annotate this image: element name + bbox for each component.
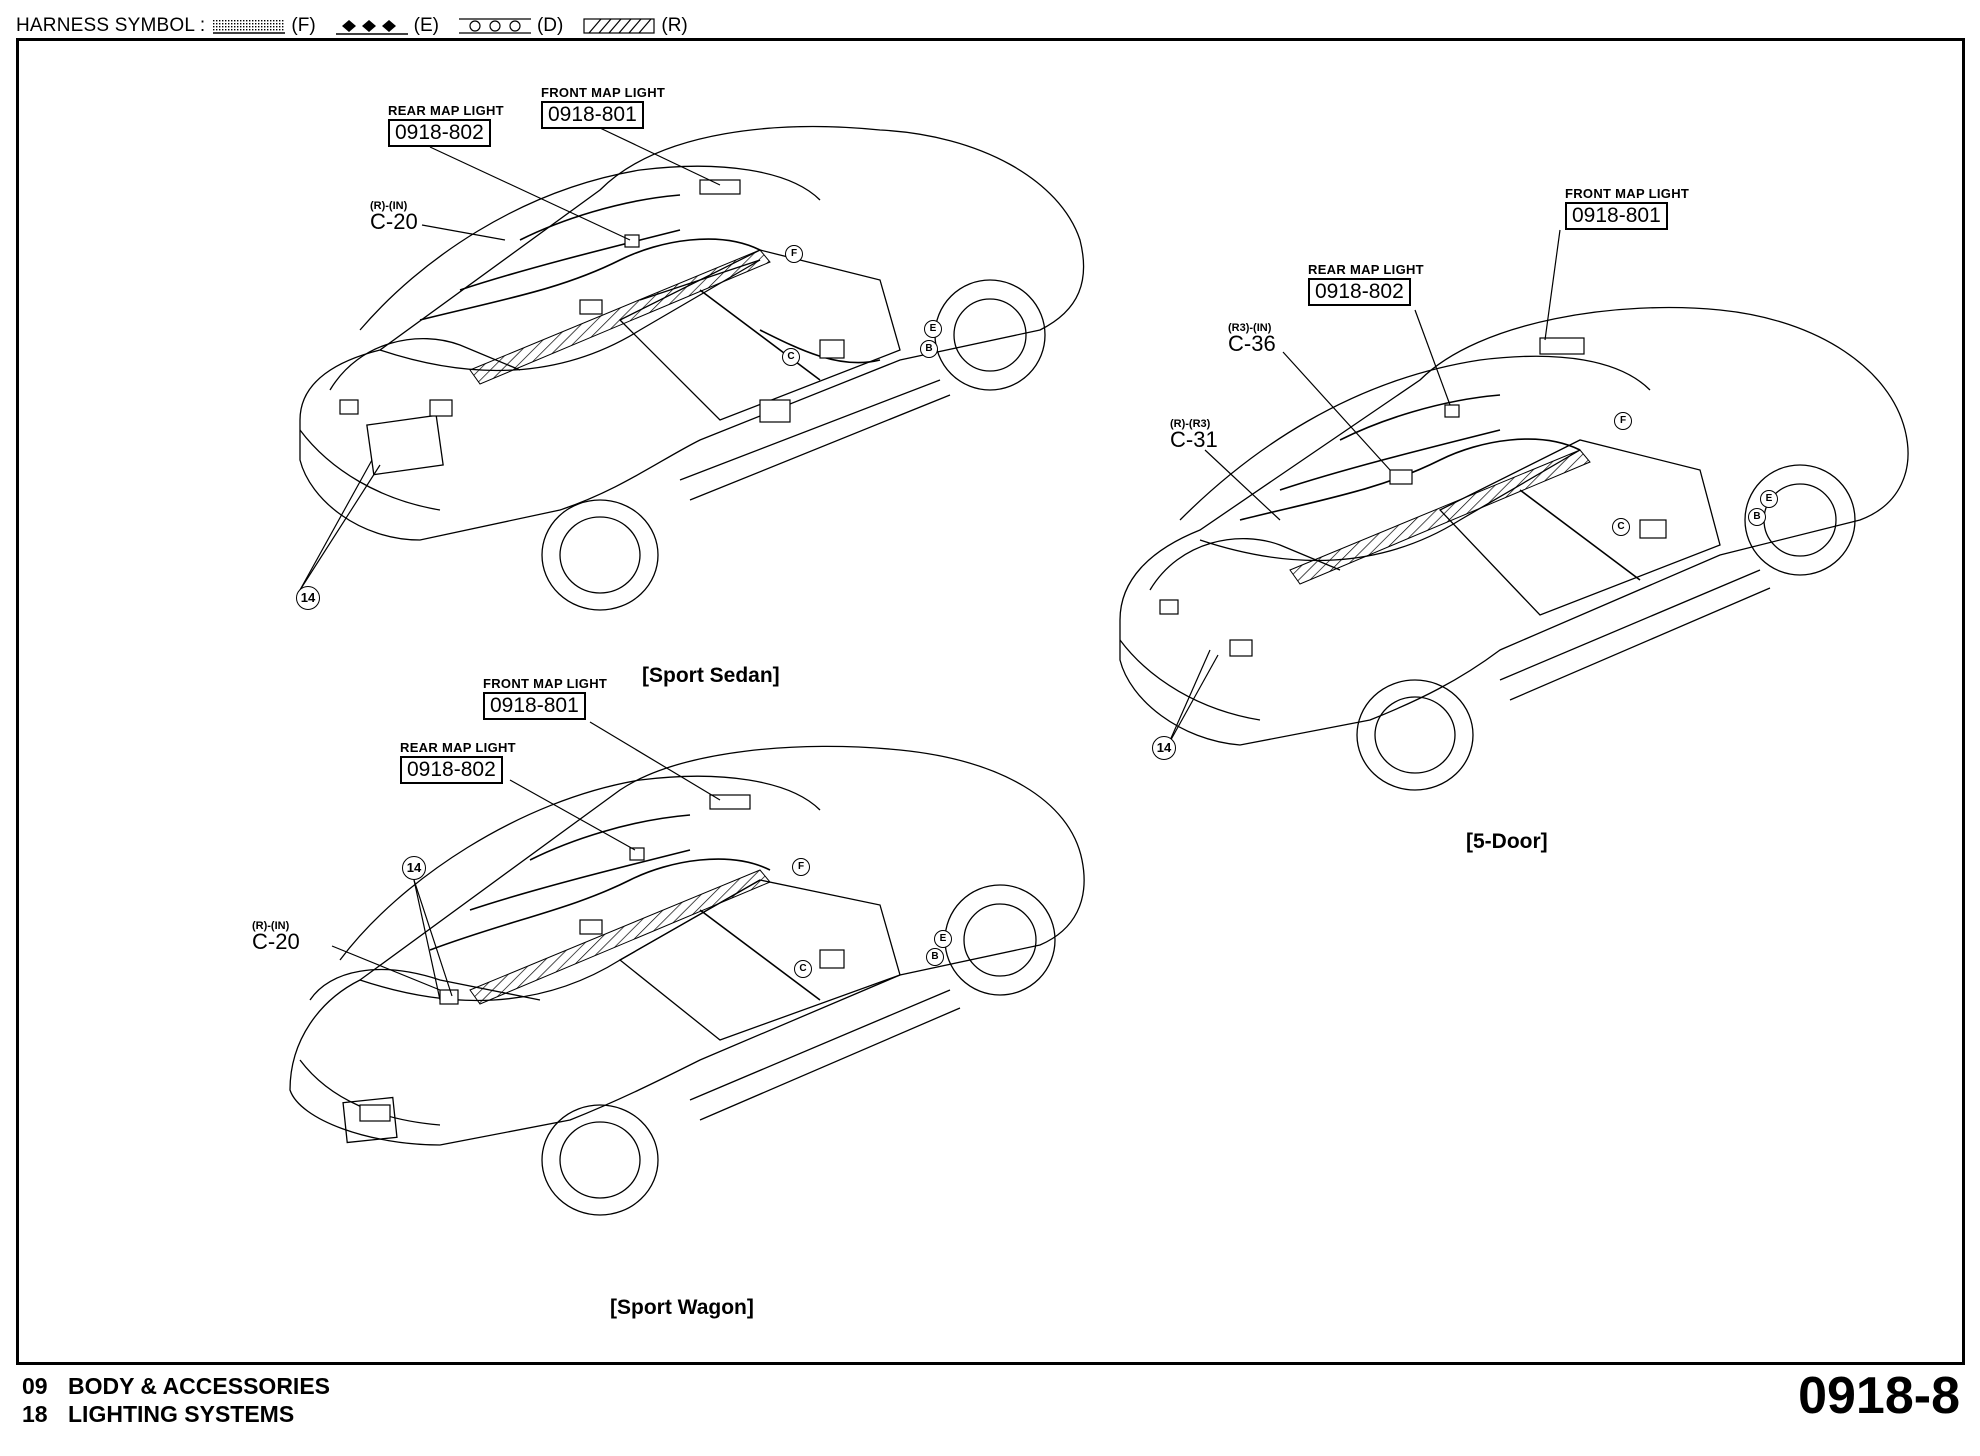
wagon-marker-e: E bbox=[934, 930, 952, 948]
sedan-connector-label: (R)-(IN) C-20 bbox=[370, 200, 418, 234]
sedan-front-map-light-code: 0918-801 bbox=[541, 101, 644, 129]
page-number: 0918-8 bbox=[1798, 1367, 1960, 1425]
wagon-marker-b: B bbox=[926, 948, 944, 966]
wagon-front-map-light-code: 0918-801 bbox=[483, 692, 586, 720]
section-footer: 09 BODY & ACCESSORIES 18 LIGHTING SYSTEMS bbox=[22, 1372, 330, 1428]
sedan-marker-e: E bbox=[924, 320, 942, 338]
fivedoor-rear-map-light-callout: REAR MAP LIGHT 0918-802 bbox=[1308, 262, 1424, 306]
fivedoor-connector-top-code: C-36 bbox=[1228, 331, 1276, 356]
wagon-marker-c: C bbox=[794, 960, 812, 978]
sedan-marker-f: F bbox=[785, 245, 803, 263]
sedan-marker-b: B bbox=[920, 340, 938, 358]
dotted-harness-icon bbox=[213, 20, 286, 34]
sedan-rear-map-light-callout: REAR MAP LIGHT 0918-802 bbox=[388, 103, 504, 147]
sedan-title: [Sport Sedan] bbox=[642, 664, 780, 687]
wagon-title: [Sport Wagon] bbox=[610, 1296, 754, 1319]
sedan-rear-map-light-caption: REAR MAP LIGHT bbox=[388, 103, 504, 118]
fivedoor-marker-c: C bbox=[1612, 518, 1630, 536]
wagon-ref-number: 14 bbox=[402, 856, 426, 880]
wagon-rear-map-light-callout: REAR MAP LIGHT 0918-802 bbox=[400, 740, 516, 784]
sedan-front-map-light-caption: FRONT MAP LIGHT bbox=[541, 85, 666, 100]
footer-line-1: 09 BODY & ACCESSORIES bbox=[22, 1372, 330, 1400]
diamond-harness-icon bbox=[335, 20, 408, 35]
footer-subsection-number: 18 bbox=[22, 1401, 48, 1427]
wagon-connector-label: (R)-(IN) C-20 bbox=[252, 920, 300, 954]
legend-item-f: (F) bbox=[213, 15, 316, 37]
wagon-marker-f: F bbox=[792, 858, 810, 876]
wagon-front-map-light-caption: FRONT MAP LIGHT bbox=[483, 676, 608, 691]
fivedoor-ref-number: 14 bbox=[1152, 736, 1176, 760]
footer-section-title: BODY & ACCESSORIES bbox=[68, 1373, 330, 1399]
fivedoor-front-map-light-caption: FRONT MAP LIGHT bbox=[1565, 186, 1690, 201]
legend-code-f: (F) bbox=[291, 15, 316, 36]
fivedoor-marker-e: E bbox=[1760, 490, 1778, 508]
fivedoor-marker-b: B bbox=[1748, 508, 1766, 526]
sedan-front-map-light-callout: FRONT MAP LIGHT 0918-801 bbox=[541, 85, 665, 129]
fivedoor-rear-map-light-code: 0918-802 bbox=[1308, 278, 1411, 306]
fivedoor-connector-top-label: (R3)-(IN) C-36 bbox=[1228, 322, 1276, 356]
fivedoor-connector-bottom-code: C-31 bbox=[1170, 427, 1218, 452]
fivedoor-connector-top-sub: (R3)-(IN) bbox=[1228, 322, 1272, 334]
sport-sedan-car bbox=[299, 125, 1085, 611]
hatched-harness-icon bbox=[583, 18, 655, 34]
wagon-rear-map-light-code: 0918-802 bbox=[400, 756, 503, 784]
sedan-connector-sub: (R)-(IN) bbox=[370, 200, 408, 212]
sport-wagon-car bbox=[289, 745, 1085, 1216]
footer-line-2: 18 LIGHTING SYSTEMS bbox=[22, 1400, 330, 1428]
sedan-connector-code: C-20 bbox=[370, 209, 418, 234]
legend-code-r: (R) bbox=[661, 15, 688, 36]
legend-item-e: (E) bbox=[335, 15, 439, 37]
wagon-front-map-light-callout: FRONT MAP LIGHT 0918-801 bbox=[483, 676, 607, 720]
fivedoor-front-map-light-code: 0918-801 bbox=[1565, 202, 1668, 230]
wagon-connector-sub: (R)-(IN) bbox=[252, 920, 290, 932]
footer-section-number: 09 bbox=[22, 1373, 48, 1399]
five-door-car bbox=[1119, 306, 1909, 791]
legend-item-d: (D) bbox=[458, 15, 564, 37]
fivedoor-front-map-light-callout: FRONT MAP LIGHT 0918-801 bbox=[1565, 186, 1689, 230]
sedan-rear-map-light-code: 0918-802 bbox=[388, 119, 491, 147]
sedan-marker-c: C bbox=[782, 348, 800, 366]
fivedoor-connector-bottom-label: (R)-(R3) C-31 bbox=[1170, 418, 1218, 452]
diagram-frame bbox=[16, 38, 1965, 1365]
footer-subsection-title: LIGHTING SYSTEMS bbox=[68, 1401, 295, 1427]
sedan-ref-number: 14 bbox=[296, 586, 320, 610]
harness-symbol-legend: HARNESS SYMBOL : (F) (E) (D) bbox=[16, 8, 708, 44]
circle-harness-icon bbox=[458, 18, 531, 34]
wagon-rear-map-light-caption: REAR MAP LIGHT bbox=[400, 740, 516, 755]
wagon-connector-code: C-20 bbox=[252, 929, 300, 954]
fivedoor-rear-map-light-caption: REAR MAP LIGHT bbox=[1308, 262, 1424, 277]
legend-code-e: (E) bbox=[413, 15, 439, 36]
fivedoor-connector-bottom-sub: (R)-(R3) bbox=[1170, 418, 1211, 430]
legend-code-d: (D) bbox=[536, 15, 564, 36]
legend-item-r: (R) bbox=[583, 15, 688, 37]
fivedoor-title: [5-Door] bbox=[1466, 830, 1548, 853]
fivedoor-marker-f: F bbox=[1614, 412, 1632, 430]
legend-label: HARNESS SYMBOL : bbox=[16, 15, 206, 36]
